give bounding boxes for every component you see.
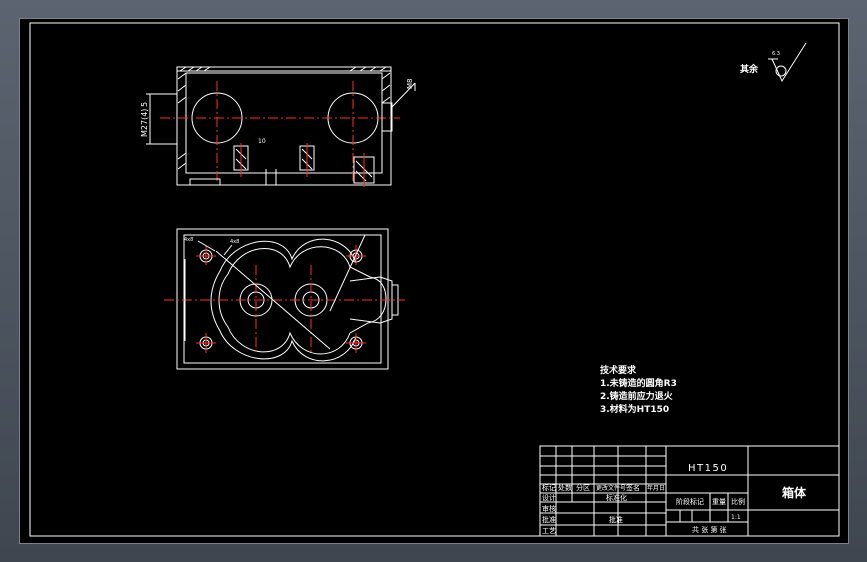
tech-req-item-2: 2.铸造前应力退火 — [600, 390, 674, 402]
tb-approve: 批准 — [542, 515, 556, 524]
dim-height-2: 5 — [140, 102, 149, 107]
surface-finish-symbol — [768, 42, 807, 83]
border-frame — [29, 22, 840, 537]
tb-approve-2: 批准 — [609, 515, 623, 524]
tb-count: 处数 — [558, 483, 572, 492]
tb-process: 工艺 — [542, 527, 556, 535]
dim-hole-2: 4x8 — [230, 239, 239, 245]
dim-hole-1: 4x8 — [184, 237, 193, 243]
front-section-view — [146, 66, 416, 187]
tb-part-name: 箱体 — [782, 485, 807, 500]
tb-design: 设计 — [542, 493, 556, 502]
tb-scale-value: 1:1 — [731, 514, 741, 521]
tb-weight: 重量 — [712, 498, 726, 506]
tb-scale: 比例 — [731, 497, 745, 506]
tb-check: 审核 — [542, 504, 556, 513]
tb-sheet: 共 张 第 张 — [692, 525, 727, 534]
drawing-sheet: M27(4) 5 M8 10 — [19, 18, 849, 544]
tb-date: 年月日 — [647, 484, 665, 492]
tb-change-no: 更改文件号 — [596, 484, 626, 492]
title-block — [539, 445, 840, 537]
tb-mark: 标记 — [542, 483, 556, 492]
surface-finish-label: 其余 — [740, 63, 759, 75]
tb-material: HT150 — [688, 463, 728, 474]
top-plan-view — [164, 228, 405, 370]
dim-height-1: M27(4) — [140, 109, 149, 137]
cad-drawing: M27(4) 5 M8 10 — [29, 22, 840, 537]
surface-finish-value: 6.3 — [772, 51, 780, 57]
tb-signature: 签名 — [626, 483, 640, 492]
tech-req-title: 技术要求 — [600, 364, 637, 376]
dim-thread: M8 — [406, 79, 414, 90]
dim-annotation-1: 10 — [258, 138, 266, 145]
cavity-outline — [218, 246, 387, 355]
tb-stage-mark: 阶段标记 — [676, 497, 704, 506]
tech-req-item-1: 1.未铸造的圆角R3 — [600, 377, 677, 389]
tb-standardize: 标准化 — [606, 493, 627, 502]
tb-zone: 分区 — [576, 483, 590, 492]
tech-req-item-3: 3.材料为HT150 — [600, 403, 669, 415]
